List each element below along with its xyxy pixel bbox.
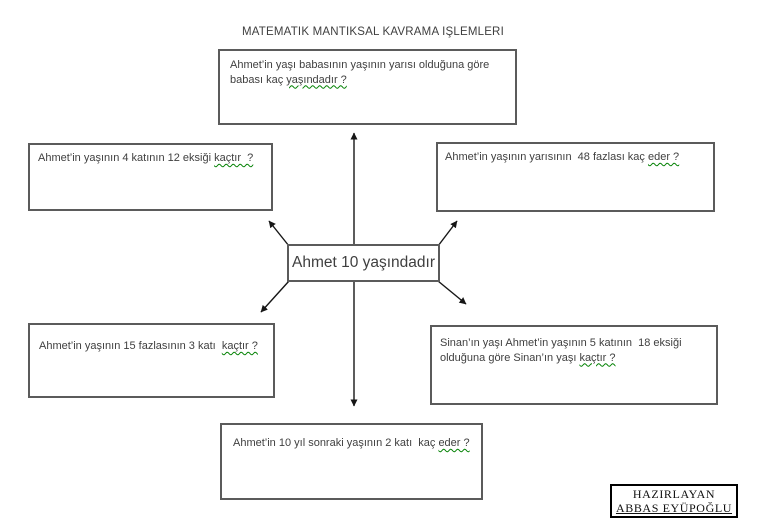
center-statement-box: Ahmet 10 yaşındadır — [287, 244, 440, 282]
arrow-down-right-icon — [437, 280, 467, 305]
question-box-bottom: Ahmet’in 10 yıl sonraki yaşının 2 katı k… — [220, 423, 483, 500]
question-text: Ahmet’in yaşının 15 fazlasının 3 katı — [39, 340, 222, 352]
grammar-squiggle-text: kaçtır ? — [221, 340, 258, 352]
question-box-left-lower: Ahmet’in yaşının 15 fazlasının 3 katı ka… — [28, 323, 275, 398]
question-box-top: Ahmet’in yaşı babasının yaşının yarısı o… — [218, 49, 517, 125]
credit-line-2: ABBAS EYÜPOĞLU — [615, 501, 733, 515]
question-box-right-lower: Sinan’ın yaşı Ahmet’in yaşının 5 katının… — [430, 325, 718, 405]
question-text: Ahmet’in 10 yıl sonraki yaşının 2 katı k… — [233, 437, 439, 449]
arrow-up-right-icon — [437, 220, 458, 247]
grammar-squiggle-text: yaşındadır ? — [286, 73, 347, 86]
arrow-up-left-icon — [268, 220, 290, 247]
credit-box: HAZIRLAYAN ABBAS EYÜPOĞLU — [610, 484, 738, 518]
credit-line-1: HAZIRLAYAN — [632, 486, 716, 501]
grammar-squiggle-text: eder ? — [647, 151, 680, 163]
grammar-squiggle-text: eder ? — [438, 437, 470, 449]
question-text: Ahmet’in yaşı babasının yaşının yarısı o… — [230, 59, 490, 86]
question-box-right-middle: Ahmet’in yaşının yarısının 48 fazlası ka… — [436, 142, 715, 212]
center-statement-text: Ahmet 10 yaşındadır — [291, 254, 436, 271]
page-title: MATEMATIK MANTIKSAL KAVRAMA IŞLEMLERI — [242, 26, 504, 38]
arrow-down-left-icon — [260, 280, 290, 313]
grammar-squiggle-text: kaçtır ? — [579, 351, 616, 364]
question-text: Sinan’ın yaşı Ahmet’in yaşının 5 katının… — [440, 337, 682, 364]
grammar-squiggle-text: kaçtır ? — [214, 152, 254, 164]
question-text: Ahmet’in yaşının yarısının 48 fazlası ka… — [445, 151, 648, 163]
question-text: Ahmet’in yaşının 4 katının 12 eksiği — [38, 152, 215, 164]
question-box-left-middle: Ahmet’in yaşının 4 katının 12 eksiği kaç… — [28, 143, 273, 211]
